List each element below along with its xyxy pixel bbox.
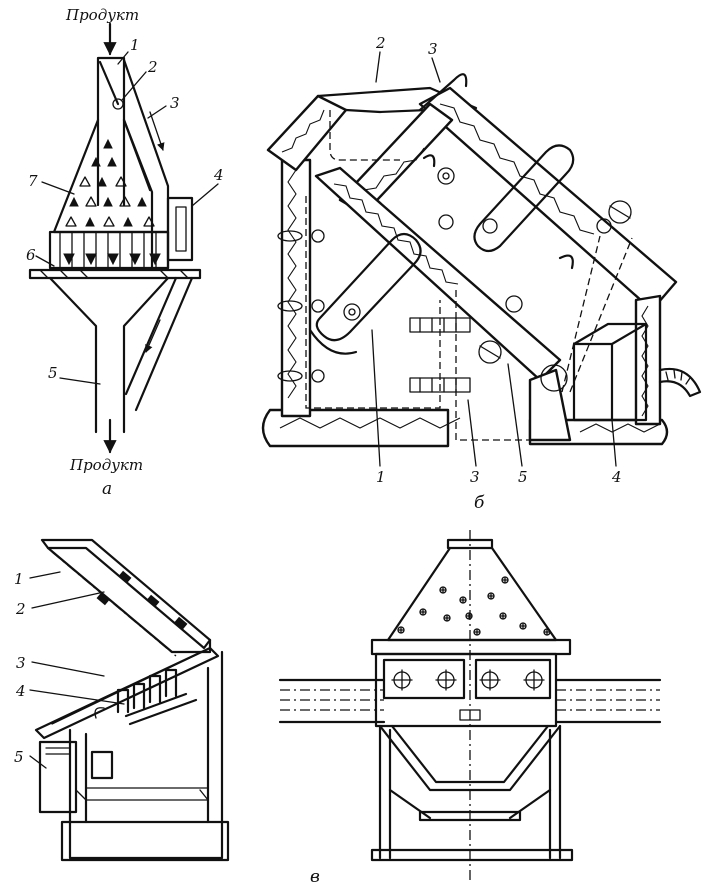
product-inlet-label: Продукт xyxy=(65,6,139,24)
left-post-bolts xyxy=(277,229,325,383)
damper-flap xyxy=(98,60,120,106)
label-a-1: 1 xyxy=(130,36,140,54)
gauge-icon xyxy=(658,367,702,398)
product-outlet-label: Продукт xyxy=(69,456,143,474)
hopper xyxy=(378,724,562,792)
top-cover xyxy=(316,86,478,114)
label-b-3-top: 3 xyxy=(428,40,438,58)
sieve-lines xyxy=(59,231,157,269)
casing-top-dashed xyxy=(329,110,400,161)
lower-slot xyxy=(315,232,422,342)
label-a-4: 4 xyxy=(213,166,224,184)
air-duct xyxy=(122,58,170,270)
label-a-6: 6 xyxy=(26,246,36,264)
roof-pyramid xyxy=(386,546,558,642)
air-stream-dashed xyxy=(561,235,633,393)
sieve-arrows xyxy=(63,253,161,266)
lower-support xyxy=(528,368,572,442)
window-sights xyxy=(391,669,545,691)
casing-left-dashed xyxy=(305,196,441,409)
side-beams xyxy=(278,678,662,724)
casing-mid-dashed xyxy=(455,290,530,441)
diagram-a: Продукт Продукт а 1 2 3 4 5 6 7 xyxy=(26,6,224,499)
left-window xyxy=(382,658,466,700)
side-frame xyxy=(68,650,224,860)
roof-stars xyxy=(397,576,551,636)
upper-slot xyxy=(473,144,575,253)
center-bolts xyxy=(409,317,471,393)
label-a-3: 3 xyxy=(170,94,180,112)
base-board-left xyxy=(261,408,450,448)
lower-funnel xyxy=(48,276,170,434)
cone-packing xyxy=(65,138,155,227)
front-base xyxy=(370,848,574,862)
label-v-1: 1 xyxy=(14,570,24,588)
label-b-3-bottom: 3 xyxy=(470,468,480,486)
top-rail xyxy=(370,638,572,656)
label-v-5: 5 xyxy=(14,748,24,766)
label-a-5: 5 xyxy=(48,364,58,382)
fan-grid xyxy=(116,668,198,726)
air-flow-arrow xyxy=(149,111,165,151)
label-b-5: 5 xyxy=(518,468,528,486)
diagram-v-front xyxy=(278,530,662,880)
outlet-bar xyxy=(418,810,522,822)
collector-box xyxy=(572,322,648,422)
right-window xyxy=(474,658,552,700)
base-plate xyxy=(28,268,202,280)
label-b-2: 2 xyxy=(375,34,386,52)
main-body xyxy=(374,652,558,728)
hook-handle xyxy=(418,73,468,112)
filter-box xyxy=(166,196,194,262)
middle-sieve xyxy=(314,166,562,382)
label-a-7: 7 xyxy=(28,172,38,190)
center-latch xyxy=(459,709,481,721)
caption-b: б xyxy=(474,493,485,513)
caption-v: в xyxy=(310,867,320,887)
label-b-1: 1 xyxy=(376,468,386,486)
diagram-v-side: 1 2 3 4 5 xyxy=(14,538,230,862)
label-v-2: 2 xyxy=(15,600,26,618)
side-base xyxy=(60,820,230,862)
roller-icon xyxy=(540,364,568,392)
inlet-pipe xyxy=(96,56,126,207)
filter-insert xyxy=(175,206,187,252)
label-v-4: 4 xyxy=(15,682,26,700)
upper-bolt-icon xyxy=(437,167,455,185)
label-v-3: 3 xyxy=(16,654,26,672)
sieve-grid xyxy=(48,230,170,270)
label-a-2: 2 xyxy=(147,58,158,76)
label-b-4: 4 xyxy=(611,468,622,486)
outlet-box xyxy=(38,740,78,814)
diagram-b: 2 3 1 3 5 4 б xyxy=(261,34,702,513)
top-flange xyxy=(446,538,494,550)
return-duct xyxy=(124,276,194,412)
top-channel xyxy=(40,538,212,650)
lower-bolt-icon xyxy=(343,303,361,321)
right-post xyxy=(634,294,662,426)
caption-a: а xyxy=(102,479,112,499)
valve-icon xyxy=(112,98,124,110)
legs xyxy=(378,724,562,860)
knobs xyxy=(438,200,632,392)
return-flow-arrow xyxy=(145,319,161,353)
